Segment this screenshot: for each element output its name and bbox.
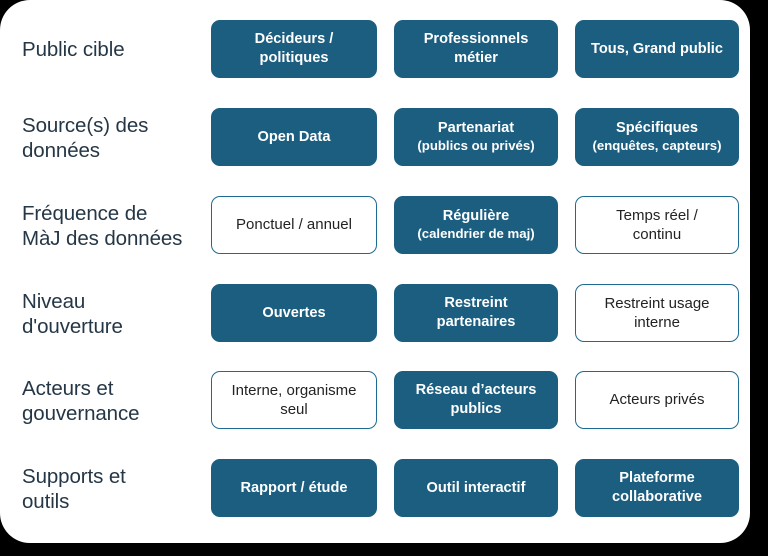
option-chip[interactable]: Ouvertes xyxy=(211,284,377,342)
option-chip-label: Restreint usage interne xyxy=(604,294,710,332)
option-chip[interactable]: Régulière(calendrier de maj) xyxy=(394,196,558,254)
option-chip-label: Régulière xyxy=(442,208,510,225)
option-chip-label: Restreint partenaires xyxy=(436,295,516,330)
criteria-grid: Public cible Décideurs / politiques Profes… xyxy=(0,6,750,533)
option-chip[interactable]: Restreint usage interne xyxy=(575,284,739,342)
row-label: Fréquence de MàJ des données xyxy=(22,201,183,250)
option-chip[interactable]: Interne, organisme seul xyxy=(211,371,377,429)
option-chip-content: Restreint partenaires xyxy=(437,294,516,331)
option-chip-label: Outil interactif xyxy=(426,479,526,496)
option-chip[interactable]: Professionnels métier xyxy=(394,20,558,78)
option-chip[interactable]: Restreint partenaires xyxy=(394,284,558,342)
row-label: Niveau d'ouverture xyxy=(22,289,123,338)
option-chip-label: Décideurs / politiques xyxy=(254,31,334,66)
option-chip-content: Professionnels métier xyxy=(424,30,529,67)
row-label: Acteurs et gouvernance xyxy=(22,376,140,425)
option-chip[interactable]: Spécifiques(enquêtes, capteurs) xyxy=(575,108,739,166)
option-chip-label: Acteurs privés xyxy=(609,391,705,409)
option-chip-label: Professionnels métier xyxy=(423,31,529,66)
criteria-row: Public cible Décideurs / politiques Profes… xyxy=(0,6,750,94)
option-chip-label: Partenariat xyxy=(437,120,515,137)
option-chip-content: Tous, Grand public xyxy=(591,40,723,59)
option-chip-label: Ouvertes xyxy=(262,304,326,321)
criteria-matrix-card: Public cible Décideurs / politiques Profes… xyxy=(0,0,750,543)
option-chip-label: Tous, Grand public xyxy=(591,40,723,57)
option-chip-content: Outil interactif xyxy=(427,479,526,498)
option-chip-sublabel: (publics ou privés) xyxy=(417,138,535,154)
option-chip-label: Réseau d’acteurs publics xyxy=(415,382,537,417)
option-chip[interactable]: Ponctuel / annuel xyxy=(211,196,377,254)
option-chip-content: Acteurs privés xyxy=(609,390,704,410)
option-chip-label: Ponctuel / annuel xyxy=(236,216,352,234)
option-chip-content: Régulière(calendrier de maj) xyxy=(417,207,534,242)
option-chip-content: Rapport / étude xyxy=(240,479,347,498)
option-chip-label: Rapport / étude xyxy=(240,479,348,496)
option-chip-content: Partenariat(publics ou privés) xyxy=(417,119,534,154)
criteria-row: Source(s) des données Open Data Partenaria… xyxy=(0,94,750,182)
criteria-row: Fréquence de MàJ des données Ponctuel / a… xyxy=(0,182,750,270)
option-chip-content: Décideurs / politiques xyxy=(255,30,334,67)
option-chip-content: Restreint usage interne xyxy=(604,294,709,333)
option-chip[interactable]: Plateforme collaborative xyxy=(575,459,739,517)
option-chip-content: Temps réel / continu xyxy=(616,206,698,245)
option-chip[interactable]: Partenariat(publics ou privés) xyxy=(394,108,558,166)
row-label: Source(s) des données xyxy=(22,113,149,162)
option-chip-content: Plateforme collaborative xyxy=(612,469,702,506)
option-chip-label: Temps réel / continu xyxy=(616,206,698,244)
option-chip-content: Spécifiques(enquêtes, capteurs) xyxy=(593,119,722,154)
option-chip-content: Réseau d’acteurs publics xyxy=(416,381,537,418)
option-chip-sublabel: (calendrier de maj) xyxy=(417,226,535,242)
option-chip-sublabel: (enquêtes, capteurs) xyxy=(592,138,722,154)
option-chip-label: Plateforme collaborative xyxy=(611,470,703,505)
option-chip-content: Ponctuel / annuel xyxy=(236,215,352,235)
option-chip[interactable]: Tous, Grand public xyxy=(575,20,739,78)
option-chip[interactable]: Open Data xyxy=(211,108,377,166)
option-chip[interactable]: Rapport / étude xyxy=(211,459,377,517)
option-chip-content: Open Data xyxy=(258,128,331,147)
option-chip[interactable]: Réseau d’acteurs publics xyxy=(394,371,558,429)
criteria-row: Acteurs et gouvernance Interne, organisme… xyxy=(0,357,750,445)
option-chip[interactable]: Acteurs privés xyxy=(575,371,739,429)
option-chip-label: Interne, organisme seul xyxy=(231,381,357,419)
row-label: Supports et outils xyxy=(22,464,126,513)
option-chip[interactable]: Décideurs / politiques xyxy=(211,20,377,78)
option-chip-label: Open Data xyxy=(257,128,331,145)
criteria-row: Niveau d'ouverture Ouvertes Restreint part… xyxy=(0,270,750,358)
option-chip[interactable]: Temps réel / continu xyxy=(575,196,739,254)
option-chip-content: Interne, organisme seul xyxy=(231,381,356,420)
row-label: Public cible xyxy=(22,38,125,62)
option-chip-label: Spécifiques xyxy=(616,120,698,137)
criteria-row: Supports et outils Rapport / étude Outil i… xyxy=(0,445,750,533)
option-chip[interactable]: Outil interactif xyxy=(394,459,558,517)
option-chip-content: Ouvertes xyxy=(262,304,325,323)
